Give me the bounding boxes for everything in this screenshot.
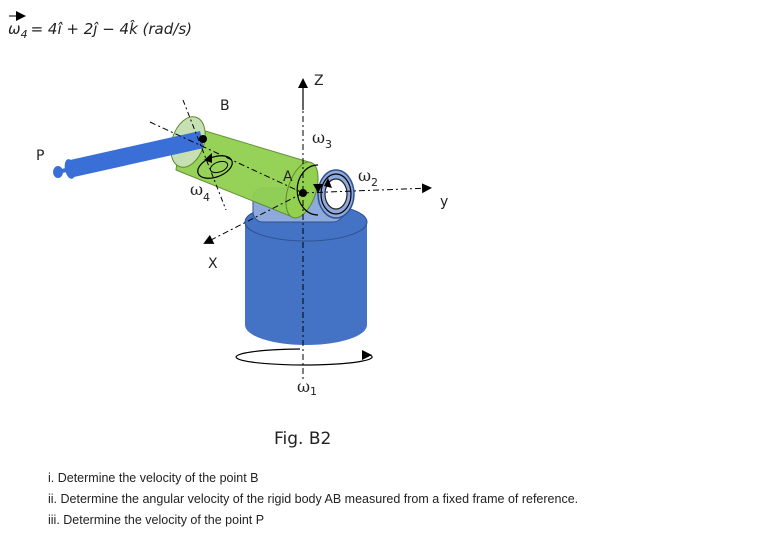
equation-rhs: = 4î + 2ĵ − 4k̂ (rad/s) <box>31 19 192 38</box>
question-item: iii. Determine the velocity of the point… <box>48 513 265 527</box>
point-b-dot <box>199 135 207 143</box>
equation-lhs-sub: 4 <box>21 28 28 41</box>
omega4-rotation-icon <box>197 153 233 179</box>
omega1-symbol: ω <box>297 377 310 396</box>
omega2-rotation-icon <box>320 173 352 215</box>
omega1-label: ω1 <box>297 377 317 398</box>
question-list: i. Determine the velocity of the point B… <box>48 468 768 531</box>
omega3-symbol: ω <box>312 128 325 147</box>
arm-ab <box>170 116 319 219</box>
point-a-dot <box>299 189 307 197</box>
omega2-symbol: ω <box>358 166 371 185</box>
omega4-equation: ω4= 4î + 2ĵ − 4k̂ (rad/s) <box>8 11 192 41</box>
question-item: i. Determine the velocity of the point B <box>48 471 259 485</box>
z-axis-label: Z <box>314 73 324 89</box>
omega4-symbol: ω <box>190 180 203 199</box>
equation-lhs: ω <box>8 20 21 38</box>
base-cylinder <box>244 202 368 345</box>
x-axis-line <box>203 192 304 244</box>
y-axis-label: y <box>440 194 448 210</box>
svg-text:ω4= 4î + 2ĵ − 4k̂ (rad/s): ω4= 4î + 2ĵ − 4k̂ (rad/s) <box>8 19 192 41</box>
point-b-label: B <box>220 98 230 114</box>
omega3-label: ω3 <box>312 128 332 151</box>
omega2-sub: 2 <box>371 176 378 189</box>
x-axis-label: X <box>208 256 218 272</box>
omega4-sub: 4 <box>203 191 210 204</box>
omega4-label: ω4 <box>190 180 210 204</box>
omega3-sub: 3 <box>325 138 332 151</box>
omega3-rotation-icon <box>296 164 323 216</box>
question-item: ii. Determine the angular velocity of th… <box>48 492 579 506</box>
arm-axis-line <box>149 121 304 194</box>
rod-bp <box>53 131 204 179</box>
omega2-label: ω2 <box>358 166 378 189</box>
point-a-label: A <box>283 169 293 185</box>
omega1-rotation-icon <box>235 348 373 366</box>
point-p-label: P <box>36 148 44 164</box>
omega1-sub: 1 <box>310 385 317 398</box>
figure-caption: Fig. B2 <box>274 429 331 449</box>
